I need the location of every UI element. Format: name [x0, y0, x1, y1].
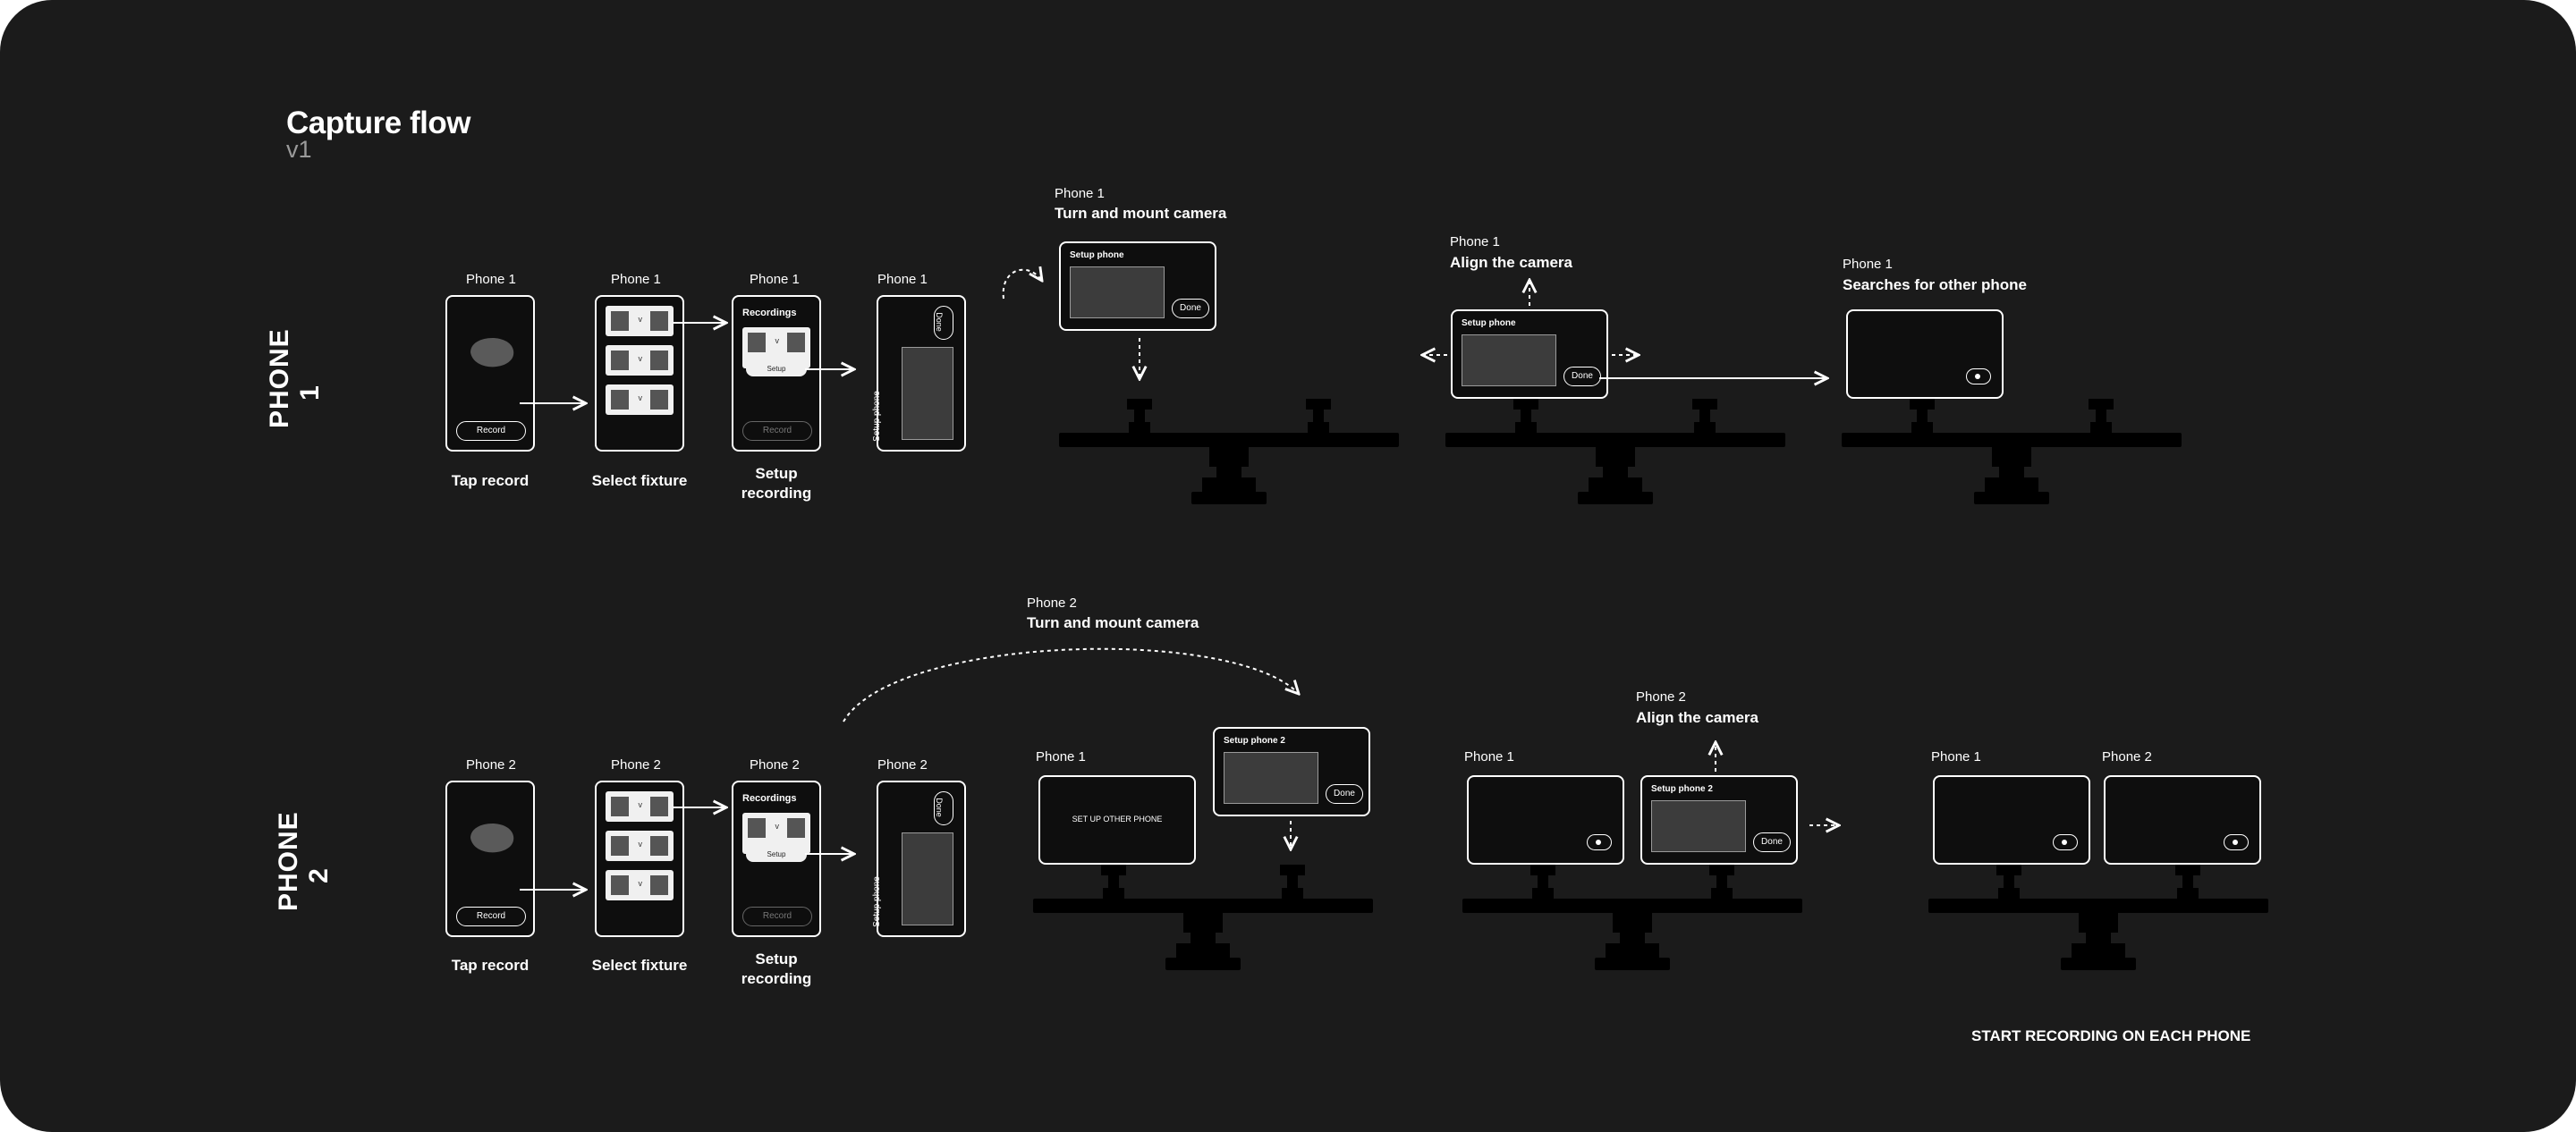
- record-dot-icon[interactable]: [2224, 834, 2249, 850]
- fixture-silhouette: [1842, 399, 2182, 504]
- phone-label: Phone 1: [750, 272, 800, 287]
- phone-label: Phone 2: [1027, 596, 1077, 611]
- heading-searches: Searches for other phone: [1843, 276, 2027, 293]
- fixture-card[interactable]: v: [606, 384, 674, 415]
- fixture-card[interactable]: v: [606, 870, 674, 900]
- setup-button[interactable]: Setup: [746, 848, 807, 862]
- phone-label: Phone 2: [750, 757, 800, 773]
- phone-label: Phone 1: [466, 272, 516, 287]
- done-button[interactable]: Done: [1326, 784, 1363, 804]
- phone-label: Phone 2: [611, 757, 661, 773]
- phone-screen-setup-phone: Done Setup phone: [872, 295, 966, 452]
- landscape-screen-setup-phone-2: Setup phone 2 Done: [1640, 775, 1798, 865]
- recordings-title: Recordings: [742, 793, 797, 804]
- version-label: v1: [286, 136, 312, 163]
- setup-phone-2-title: Setup phone 2: [1651, 784, 1713, 794]
- done-button[interactable]: Done: [1753, 832, 1791, 852]
- set-up-other-phone-text: SET UP OTHER PHONE: [1072, 815, 1163, 824]
- heading-turn-and-mount: Turn and mount camera: [1027, 614, 1199, 631]
- camera-preview: [1651, 800, 1746, 852]
- landscape-screen-phone2-recording: [2104, 775, 2261, 865]
- rotate-arrow: [1002, 270, 1042, 300]
- page-title: Capture flow: [286, 106, 470, 140]
- step-label: Tap record: [451, 957, 530, 974]
- fixture-silhouette: [1928, 865, 2268, 970]
- landscape-screen-phone1-ready: [1467, 775, 1624, 865]
- phone-label: Phone 1: [1931, 749, 1981, 765]
- phone-label: Phone 1: [1450, 234, 1500, 249]
- landscape-screen-phone1-recording: [1933, 775, 2090, 865]
- step-label: Select fixture: [591, 957, 688, 974]
- camera-preview: [902, 832, 953, 925]
- camera-preview: [1462, 334, 1556, 386]
- camera-preview: [1224, 752, 1318, 804]
- landscape-screen-searching: [1846, 309, 2004, 399]
- setup-phone-title: Setup phone: [1070, 250, 1124, 260]
- phone-label: Phone 1: [611, 272, 661, 287]
- fixture-card[interactable]: v: [606, 306, 674, 336]
- record-button-disabled: Record: [742, 421, 812, 441]
- heading-align-camera: Align the camera: [1450, 254, 1572, 271]
- setup-phone-2-title: Setup phone 2: [1224, 736, 1285, 746]
- blob-icon: [470, 337, 514, 367]
- footer-start-recording: START RECORDING ON EACH PHONE: [1971, 1027, 2251, 1044]
- heading-align-camera: Align the camera: [1636, 709, 1758, 726]
- done-button[interactable]: Done: [934, 306, 953, 340]
- landscape-screen-setup-phone-2: Setup phone 2 Done: [1213, 727, 1370, 816]
- phone-label: Phone 2: [877, 757, 928, 773]
- heading-turn-and-mount: Turn and mount camera: [1055, 205, 1227, 222]
- phone-label: Phone 2: [466, 757, 516, 773]
- phone-screen-setup-recording: Recordings v Setup Record: [732, 781, 821, 937]
- phone-label: Phone 1: [1464, 749, 1514, 765]
- setup-phone-title: Setup phone: [1462, 318, 1516, 328]
- landscape-screen-setup: Setup phone Done: [1059, 241, 1216, 331]
- camera-preview: [1070, 266, 1165, 318]
- step-label: Select fixture: [591, 472, 688, 489]
- phone-screen-select-fixture: v v v: [595, 295, 684, 452]
- phone-screen-tap-record: Record: [445, 781, 535, 937]
- fixture-silhouette: [1445, 399, 1785, 504]
- fixture-silhouette: [1059, 399, 1399, 504]
- landscape-screen-other-phone: SET UP OTHER PHONE: [1038, 775, 1196, 865]
- phone-screen-tap-record: Record: [445, 295, 535, 452]
- phone-label: Phone 1: [1843, 257, 1893, 272]
- fixture-card[interactable]: v: [606, 345, 674, 376]
- record-dot-icon[interactable]: [1966, 368, 1991, 384]
- record-dot-icon[interactable]: [2053, 834, 2078, 850]
- blob-icon: [470, 823, 514, 853]
- phone-label: Phone 1: [1055, 186, 1105, 201]
- done-button[interactable]: Done: [1172, 299, 1209, 318]
- fixture-card[interactable]: v: [606, 831, 674, 861]
- fixture-card[interactable]: v: [606, 791, 674, 822]
- phone-label: Phone 2: [1636, 689, 1686, 705]
- camera-preview: [902, 347, 953, 440]
- phone-label: Phone 2: [2102, 749, 2152, 765]
- phone-screen-setup-recording: Recordings v Setup Record: [732, 295, 821, 452]
- record-button[interactable]: Record: [456, 421, 526, 441]
- done-button[interactable]: Done: [934, 791, 953, 825]
- recording-card[interactable]: v: [742, 813, 810, 854]
- done-button[interactable]: Done: [1563, 367, 1601, 386]
- fixture-silhouette: [1033, 865, 1373, 970]
- record-button[interactable]: Record: [456, 907, 526, 926]
- recordings-title: Recordings: [742, 308, 797, 318]
- fixture-silhouette: [1462, 865, 1802, 970]
- recording-card[interactable]: v: [742, 327, 810, 368]
- record-button-disabled: Record: [742, 907, 812, 926]
- arc-arrow: [843, 647, 1299, 722]
- phone-screen-select-fixture: v v v: [595, 781, 684, 937]
- phone-label: Phone 1: [877, 272, 928, 287]
- phone-label: Phone 1: [1036, 749, 1086, 765]
- record-dot-icon[interactable]: [1587, 834, 1612, 850]
- landscape-screen-align: Setup phone Done: [1451, 309, 1608, 399]
- step-label: Tap record: [451, 472, 530, 489]
- phone-screen-setup-phone: Done Setup phone: [872, 781, 966, 937]
